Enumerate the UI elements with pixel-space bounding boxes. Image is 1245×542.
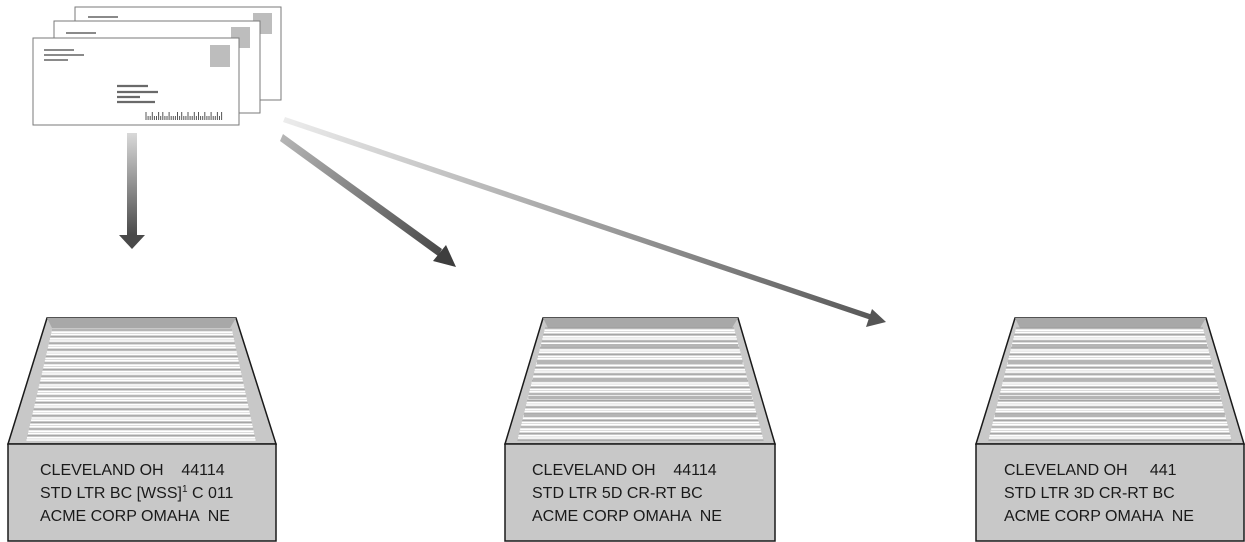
bundle-divider (541, 344, 738, 347)
tray-label-line1: CLEVELAND OH 44114 (40, 462, 225, 479)
bundle-divider (524, 414, 757, 417)
envelope-stack-icon (33, 7, 281, 125)
bundle-divider (999, 396, 1220, 399)
mail-tray-icon: CLEVELAND OH 44114 STD LTR 5D CR-RT BC A… (505, 318, 775, 541)
envelope-front (33, 38, 239, 125)
tray-label-line3: ACME CORP OMAHA NE (40, 508, 230, 525)
tray-label-line1: CLEVELAND OH 441 (1004, 462, 1177, 479)
tray-label-line2: STD LTR 5D CR-RT BC (532, 485, 703, 502)
bundle-divider (995, 414, 1225, 417)
tray-label-line1: CLEVELAND OH 44114 (532, 462, 717, 479)
bundle-divider (1012, 344, 1207, 347)
tray-label-line3: ACME CORP OMAHA NE (532, 508, 722, 525)
bundle-divider (533, 378, 747, 381)
bundle-divider (537, 361, 743, 364)
bundle-divider (1008, 361, 1212, 364)
mail-tray-icon: CLEVELAND OH 441 STD LTR 3D CR-RT BC ACM… (976, 318, 1244, 541)
tray-label-line3: ACME CORP OMAHA NE (1004, 508, 1194, 525)
arrow-diagonal-long (283, 117, 886, 327)
tray-label-line2: STD LTR BC [WSS]1 C 011 (40, 484, 234, 502)
arrow-down (119, 133, 145, 249)
arrow-diagonal-middle (280, 134, 456, 267)
mail-tray-icon: CLEVELAND OH 44114 STD LTR BC [WSS]1 C 0… (8, 318, 276, 541)
bundle-divider (1004, 378, 1216, 381)
tray-label-line2: STD LTR 3D CR-RT BC (1004, 485, 1175, 502)
bundle-divider (528, 396, 752, 399)
